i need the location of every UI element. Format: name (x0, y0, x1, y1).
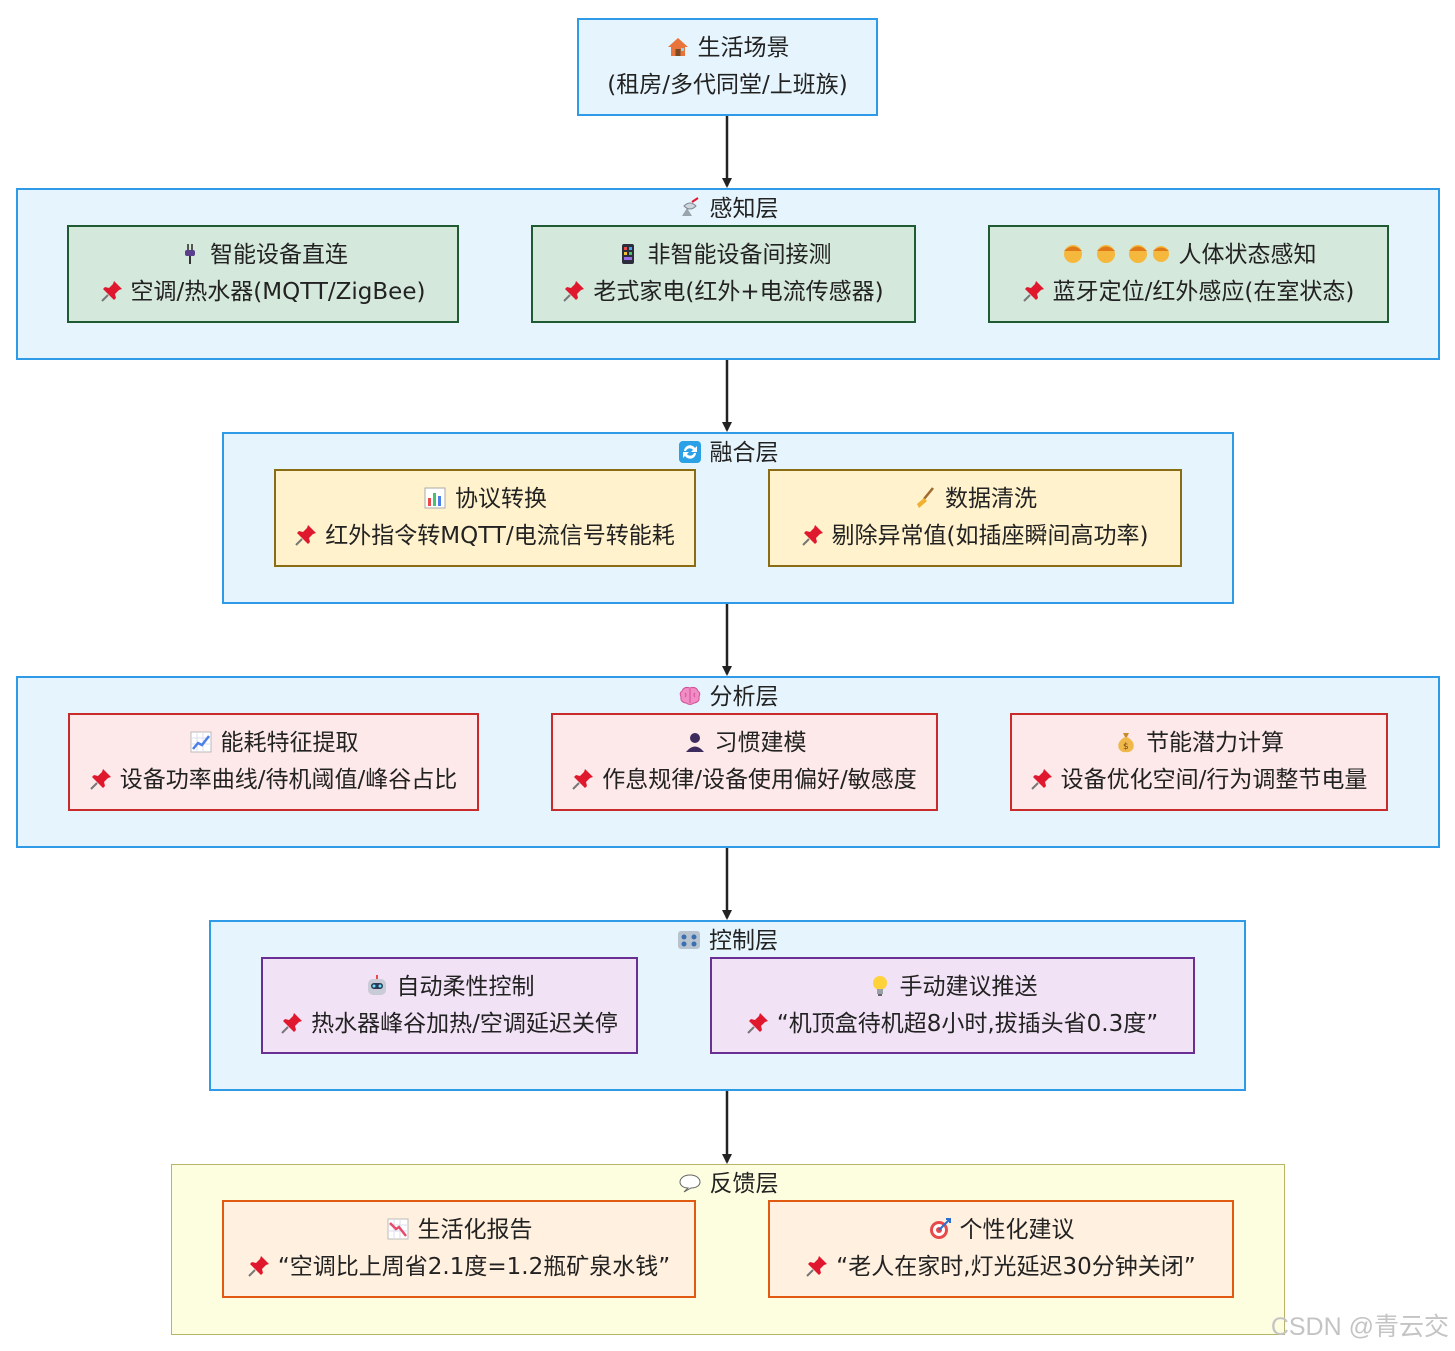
pushpin-icon (1030, 768, 1053, 790)
speech-bubble-icon (678, 1174, 701, 1193)
sync-arrows-icon (678, 441, 701, 463)
trend-chart-icon (190, 731, 211, 753)
brain-icon (679, 686, 700, 705)
node-title: 智能设备直连 (210, 242, 348, 268)
bar-chart-icon (424, 487, 446, 509)
node-smart-device: 智能设备直连 空调/热水器(MQTT/ZigBee) (67, 225, 459, 323)
target-icon (929, 1218, 951, 1239)
node-text: 老式家电(红外+电流传感器) (593, 279, 884, 305)
pushpin-icon (746, 1011, 769, 1034)
node-auto-control: 自动柔性控制 热水器峰谷加热/空调延迟关停 (261, 957, 638, 1054)
node-text: 设备功率曲线/待机阈值/峰谷占比 (119, 767, 458, 793)
remote-control-icon (621, 244, 634, 264)
node-text: 剔除异常值(如插座瞬间高功率) (831, 523, 1149, 549)
node-title: 个性化建议 (959, 1217, 1075, 1243)
person-icon (685, 733, 704, 752)
node-title: 数据清洗 (945, 486, 1037, 512)
pushpin-icon (100, 280, 123, 302)
node-text: 红外指令转MQTT/电流信号转能耗 (325, 523, 675, 549)
robot-icon (367, 974, 386, 995)
broom-icon (917, 487, 934, 508)
pushpin-icon (563, 280, 586, 302)
node-text: 作息规律/设备使用偏好/敏感度 (602, 767, 917, 793)
node-title: 自动柔性控制 (396, 973, 535, 1000)
svg-text:$: $ (1123, 742, 1129, 752)
lane-title-control: 控制层 (709, 928, 778, 954)
node-text: “空调比上周省2.1度=1.2瓶矿泉水钱” (277, 1254, 671, 1280)
pushpin-icon (247, 1255, 270, 1277)
pushpin-icon (572, 768, 595, 790)
pushpin-icon (801, 524, 824, 546)
node-feature-extraction: 能耗特征提取 设备功率曲线/待机阈值/峰谷占比 (68, 713, 479, 811)
satellite-antenna-icon (681, 197, 699, 216)
down-chart-icon (387, 1218, 408, 1240)
lane-title-feedback: 反馈层 (709, 1171, 779, 1197)
node-saving-potential: $ 节能潜力计算 设备优化空间/行为调整节电量 (1010, 713, 1388, 811)
node-title: 节能潜力计算 (1146, 730, 1284, 756)
node-manual-suggestion: 手动建议推送 “机顶盒待机超8小时,拔插头省0.3度” (710, 957, 1195, 1054)
node-protocol-conversion: 协议转换 红外指令转MQTT/电流信号转能耗 (274, 469, 696, 567)
lane-title-analysis: 分析层 (709, 684, 779, 710)
lane-title-fusion: 融合层 (709, 440, 779, 466)
node-non-smart-device: 非智能设备间接测 老式家电(红外+电流传感器) (531, 225, 916, 323)
node-text: “机顶盒待机超8小时,拔插头省0.3度” (776, 1010, 1159, 1037)
node-title: 生活化报告 (417, 1217, 533, 1243)
watermark: CSDN @青云交 (1270, 1313, 1449, 1341)
node-personal-suggestion: 个性化建议 “老人在家时,灯光延迟30分钟关闭” (768, 1200, 1234, 1298)
pushpin-icon (295, 524, 318, 546)
house-icon (667, 38, 688, 56)
pushpin-icon (1022, 280, 1045, 302)
node-habit-modeling: 习惯建模 作息规律/设备使用偏好/敏感度 (551, 713, 938, 811)
scene-title: 生活场景 (697, 35, 790, 61)
people-icon (1063, 245, 1169, 263)
node-life-report: 生活化报告 “空调比上周省2.1度=1.2瓶矿泉水钱” (222, 1200, 696, 1298)
node-human-sensing: 人体状态感知 蓝牙定位/红外感应(在室状态) (988, 225, 1389, 323)
plug-icon (185, 244, 195, 264)
pushpin-icon (89, 768, 112, 790)
node-title: 习惯建模 (714, 730, 807, 756)
control-panel-icon (678, 931, 700, 949)
node-text: 设备优化空间/行为调整节电量 (1060, 767, 1368, 793)
pushpin-icon (281, 1011, 304, 1034)
node-text: 蓝牙定位/红外感应(在室状态) (1052, 279, 1355, 305)
lane-title-perception: 感知层 (709, 196, 779, 222)
node-data-cleaning: 数据清洗 剔除异常值(如插座瞬间高功率) (768, 469, 1182, 567)
node-text: 空调/热水器(MQTT/ZigBee) (130, 279, 426, 305)
scene-node: 生活场景 (租房/多代同堂/上班族) (577, 18, 878, 116)
node-text: “老人在家时,灯光延迟30分钟关闭” (836, 1254, 1196, 1280)
node-title: 协议转换 (455, 486, 547, 512)
lightbulb-icon (872, 975, 887, 996)
node-title: 手动建议推送 (899, 973, 1038, 1000)
node-text: 热水器峰谷加热/空调延迟关停 (311, 1010, 618, 1037)
node-title: 能耗特征提取 (220, 730, 359, 756)
scene-subtitle: (租房/多代同堂/上班族) (607, 72, 848, 98)
pushpin-icon (806, 1255, 829, 1277)
node-title: 人体状态感知 (1178, 242, 1317, 268)
money-bag-icon: $ (1118, 733, 1134, 753)
node-title: 非智能设备间接测 (647, 242, 832, 268)
